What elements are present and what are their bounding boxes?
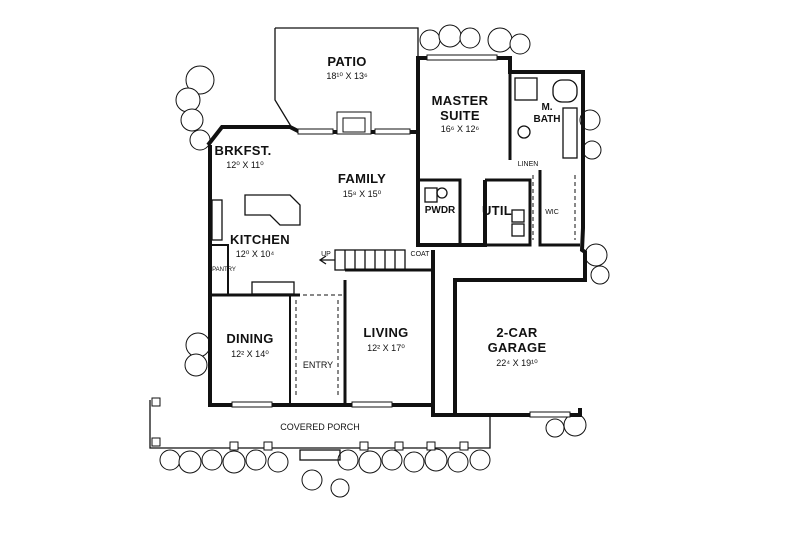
front-shrubs xyxy=(159,448,491,498)
patio-outline xyxy=(274,27,419,129)
windows xyxy=(231,54,571,418)
master-suite-label-line1: MASTER xyxy=(432,93,489,108)
patio-dimensions: 18¹⁰ X 13⁶ xyxy=(326,71,368,81)
garage-label-line1: 2-CAR xyxy=(496,325,538,340)
garage-front xyxy=(453,280,582,417)
dining-label: DINING xyxy=(226,331,273,346)
linen-label: LINEN xyxy=(518,161,539,168)
stairs-up-label: UP xyxy=(321,251,331,258)
garage-dimensions: 22⁴ X 19¹⁰ xyxy=(496,358,538,368)
entry-opening xyxy=(295,294,345,395)
master-bath-label-line1: M. xyxy=(541,102,552,113)
dining-dimensions: 12² X 14⁰ xyxy=(231,349,269,359)
garage-label-line2: GARAGE xyxy=(488,340,547,355)
master-wall xyxy=(416,132,487,247)
master-suite-label-line2: SUITE xyxy=(440,108,480,123)
landscaping xyxy=(175,24,610,438)
interior-walls xyxy=(210,72,580,405)
living-dimensions: 12² X 17⁰ xyxy=(367,343,405,353)
covered-porch xyxy=(149,397,491,461)
family-dimensions: 15⁸ X 15⁰ xyxy=(343,189,382,199)
covered-porch-label: COVERED PORCH xyxy=(280,422,360,432)
coat-closet-label: COAT xyxy=(411,251,431,258)
kitchen-dimensions: 12⁰ X 10⁴ xyxy=(236,249,275,259)
kitchen-counters xyxy=(211,194,301,295)
staircase xyxy=(318,249,406,271)
fireplace-icon xyxy=(336,111,372,135)
living-label: LIVING xyxy=(363,325,408,340)
bath-fixtures xyxy=(424,77,578,237)
powder-room-label: PWDR xyxy=(425,205,456,216)
master-bath-label-line2: BATH xyxy=(533,114,560,125)
closet-rods xyxy=(532,175,576,240)
utility-label: UTIL xyxy=(482,203,512,218)
master-suite-dimensions: 16⁶ X 12⁶ xyxy=(441,124,480,134)
breakfast-label: BRKFST. xyxy=(215,143,272,158)
walk-in-closet-label: WIC xyxy=(545,209,559,216)
breakfast-dimensions: 12⁰ X 11⁰ xyxy=(226,160,264,170)
entry-label: ENTRY xyxy=(303,360,333,370)
family-label: FAMILY xyxy=(338,171,386,186)
kitchen-label: KITCHEN xyxy=(230,232,290,247)
pantry-label: PANTRY xyxy=(212,267,236,273)
patio-label: PATIO xyxy=(327,54,366,69)
